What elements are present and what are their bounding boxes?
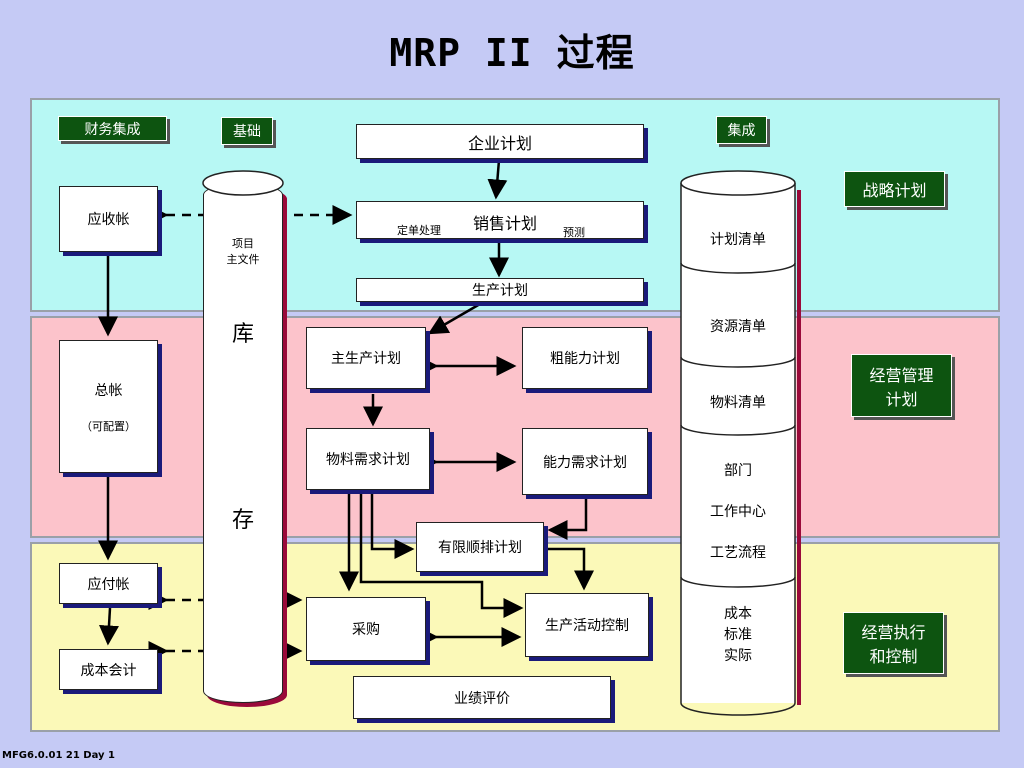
inventory-header: 项目 主文件 [203, 236, 283, 268]
box-accounts-receivable[interactable]: 应收帐 [59, 186, 158, 252]
tag-management-plan: 经营管理 计划 [851, 354, 952, 417]
actual-label: 实际 [724, 648, 752, 664]
ledger-note: （可配置） [81, 419, 136, 433]
slide-footer: MFG6.0.01 21 Day 1 [2, 750, 115, 761]
cylinder-inventory[interactable] [203, 183, 283, 703]
inventory-char-2: 存 [231, 508, 254, 533]
arrow-finite-sfc [548, 547, 594, 591]
box-rough-cut-capacity[interactable]: 粗能力计划 [522, 327, 648, 389]
bom-label: 物料清单 [710, 395, 766, 411]
arrow-mrp-sfc [359, 493, 524, 618]
box-sales-plan[interactable]: 销售计划 定单处理 预测 [356, 201, 644, 239]
arrow-production-mps [427, 302, 481, 335]
box-production-plan[interactable]: 生产计划 [356, 278, 644, 302]
page-title: MRP II 过程 [389, 31, 635, 75]
box-performance-evaluation[interactable]: 业绩评价 [353, 676, 611, 719]
box-material-requirements[interactable]: 物料需求计划 [306, 428, 430, 490]
box-enterprise-plan[interactable]: 企业计划 [356, 124, 644, 159]
arrow-payable-cost [99, 607, 119, 646]
planning-bom-label: 计划清单 [710, 232, 766, 248]
tag-integration: 集成 [716, 116, 767, 144]
inventory-header-line1: 项目 [232, 237, 254, 250]
box-master-production-schedule[interactable]: 主生产计划 [306, 327, 426, 389]
order-processing-label: 定单处理 [397, 224, 441, 237]
box-general-ledger[interactable]: 总帐 （可配置） [59, 340, 158, 473]
box-finite-scheduling[interactable]: 有限顺排计划 [416, 522, 544, 572]
box-capacity-requirements[interactable]: 能力需求计划 [522, 428, 648, 495]
standard-label: 标准 [724, 627, 752, 643]
cost-label: 成本 [724, 606, 752, 622]
arrow-mrp-finite [370, 493, 415, 559]
routing-label: 工艺流程 [710, 545, 766, 561]
forecast-label: 预测 [563, 226, 585, 239]
inventory-char-1: 库 [231, 322, 254, 347]
work-center-label: 工作中心 [710, 504, 766, 520]
box-cost-accounting[interactable]: 成本会计 [59, 649, 158, 690]
tag-basis: 基础 [221, 117, 273, 145]
arrow-enterprise-sales [487, 159, 508, 200]
ledger-label: 总帐 [94, 382, 123, 399]
arrow-crp-finite [547, 497, 588, 540]
department-label: 部门 [724, 463, 752, 479]
box-purchasing[interactable]: 采购 [306, 597, 426, 661]
tag-finance-integration: 财务集成 [58, 116, 167, 141]
resource-bill-label: 资源清单 [710, 319, 766, 335]
inventory-header-line2: 主文件 [226, 253, 260, 266]
tag-execution-control: 经营执行 和控制 [843, 612, 944, 674]
box-shop-floor-control[interactable]: 生产活动控制 [525, 593, 649, 657]
sales-plan-label: 销售计划 [473, 214, 538, 233]
tag-strategic-plan: 战略计划 [844, 171, 945, 207]
box-accounts-payable[interactable]: 应付帐 [59, 563, 158, 604]
